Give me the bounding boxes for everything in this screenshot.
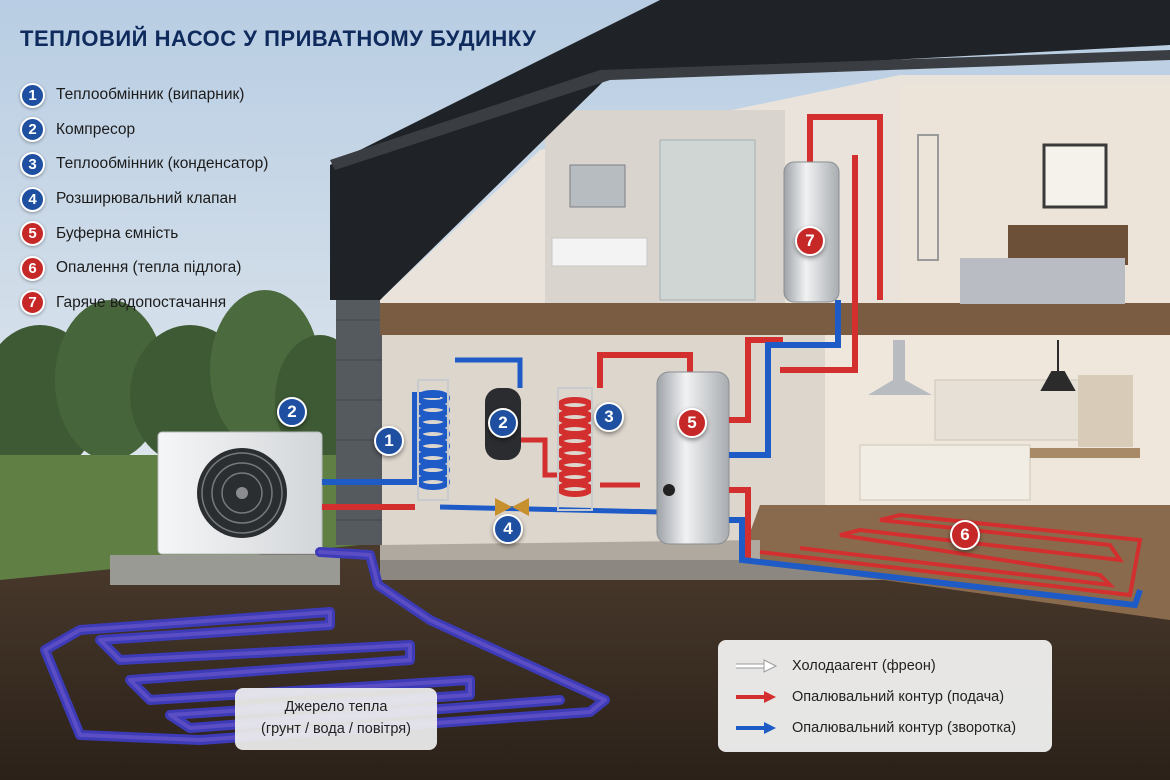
number-badge: 4: [20, 186, 45, 212]
red-arrow-icon: [736, 690, 776, 703]
heat-source-label: Джерело тепла (грунт / вода / повітря): [235, 688, 437, 750]
legend-item: 5 Буферна ємність: [20, 216, 340, 251]
underfloor-heating-marker: 6: [950, 520, 980, 550]
legend-label: Розширювальний клапан: [56, 190, 237, 208]
shower: [659, 139, 756, 301]
legend-label: Буферна ємність: [56, 224, 179, 242]
roof-edge: [330, 50, 1170, 170]
hot-water-pipe: [807, 114, 883, 300]
floor-slab: [380, 303, 1170, 335]
expansion-valve: [495, 498, 529, 516]
legend-item: 4 Розширювальний клапан: [20, 182, 340, 217]
cooker-hood: [868, 340, 932, 395]
shelves: [1078, 375, 1133, 447]
key-label: Опалювальний контур (подача): [792, 688, 1005, 705]
evaporator-marker: 1: [374, 426, 404, 456]
bed: [960, 258, 1125, 304]
flow-key: Холодаагент (фреон) Опалювальний контур …: [718, 640, 1052, 752]
legend-label: Компресор: [56, 120, 136, 138]
key-row-supply: Опалювальний контур (подача): [734, 681, 1036, 712]
roof: [330, 0, 1170, 300]
legend-item: 3 Теплообмінник (конденсатор): [20, 147, 340, 182]
underfloor-heating: [759, 512, 1143, 598]
expansion-valve-marker: 4: [493, 514, 523, 544]
kitchen-counter: [859, 444, 1031, 501]
legend-item: 7 Гаряче водопостачання: [20, 286, 340, 321]
key-row-refrigerant: Холодаагент (фреон): [734, 650, 1036, 681]
legend-label: Теплообмінник (конденсатор): [56, 155, 269, 173]
utility-floor: [380, 540, 760, 560]
key-row-return: Опалювальний контур (зворотка): [734, 712, 1036, 743]
condenser-marker: 3: [594, 402, 624, 432]
legend-item: 2 Компресор: [20, 113, 340, 148]
evaporator-coil: [416, 390, 450, 490]
number-badge: 2: [20, 117, 45, 143]
buffer-tank-marker: 5: [677, 408, 707, 438]
supply-to-boiler: [729, 337, 783, 423]
supply-up: [780, 155, 858, 373]
heat-source-title: Джерело тепла: [284, 699, 388, 715]
condenser-coil: [557, 397, 593, 497]
legend: 1 Теплообмінник (випарник) 2 Компресор 3…: [20, 78, 340, 320]
legend-label: Гаряче водопостачання: [56, 293, 227, 311]
blue-arrow-icon: [736, 721, 776, 734]
number-badge: 5: [20, 221, 45, 247]
sink: [551, 237, 648, 267]
key-label: Опалювальний контур (зворотка): [792, 719, 1017, 736]
dhw-boiler-marker: 7: [795, 226, 825, 256]
number-badge: 3: [20, 151, 45, 177]
heat-source-subtitle: (грунт / вода / повітря): [261, 721, 411, 737]
legend-label: Теплообмінник (випарник): [56, 86, 245, 104]
compressor-marker: 2: [488, 408, 518, 438]
return-from-boiler: [729, 300, 841, 458]
unit-shadow: [110, 555, 340, 585]
mirror: [569, 164, 626, 208]
supply-pipe-buffer: [597, 352, 693, 388]
key-label: Холодаагент (фреон): [792, 657, 936, 674]
outdoor-unit-marker: 2: [277, 397, 307, 427]
number-badge: 6: [20, 255, 45, 281]
towel-rail: [917, 134, 939, 261]
buffer-tank: [656, 371, 730, 545]
picture-frame: [1042, 143, 1108, 209]
number-badge: 1: [20, 82, 45, 108]
number-badge: 7: [20, 290, 45, 316]
legend-label: Опалення (тепла підлога): [56, 259, 242, 277]
legend-item: 6 Опалення (тепла підлога): [20, 251, 340, 286]
legend-item: 1 Теплообмінник (випарник): [20, 78, 340, 113]
dining-table: [1030, 448, 1140, 458]
ground-loop: [40, 547, 610, 745]
white-arrow-icon: [736, 658, 778, 673]
page-title: ТЕПЛОВИЙ НАСОС У ПРИВАТНОМУ БУДИНКУ: [20, 26, 537, 51]
pendant-lamp: [1040, 340, 1076, 391]
